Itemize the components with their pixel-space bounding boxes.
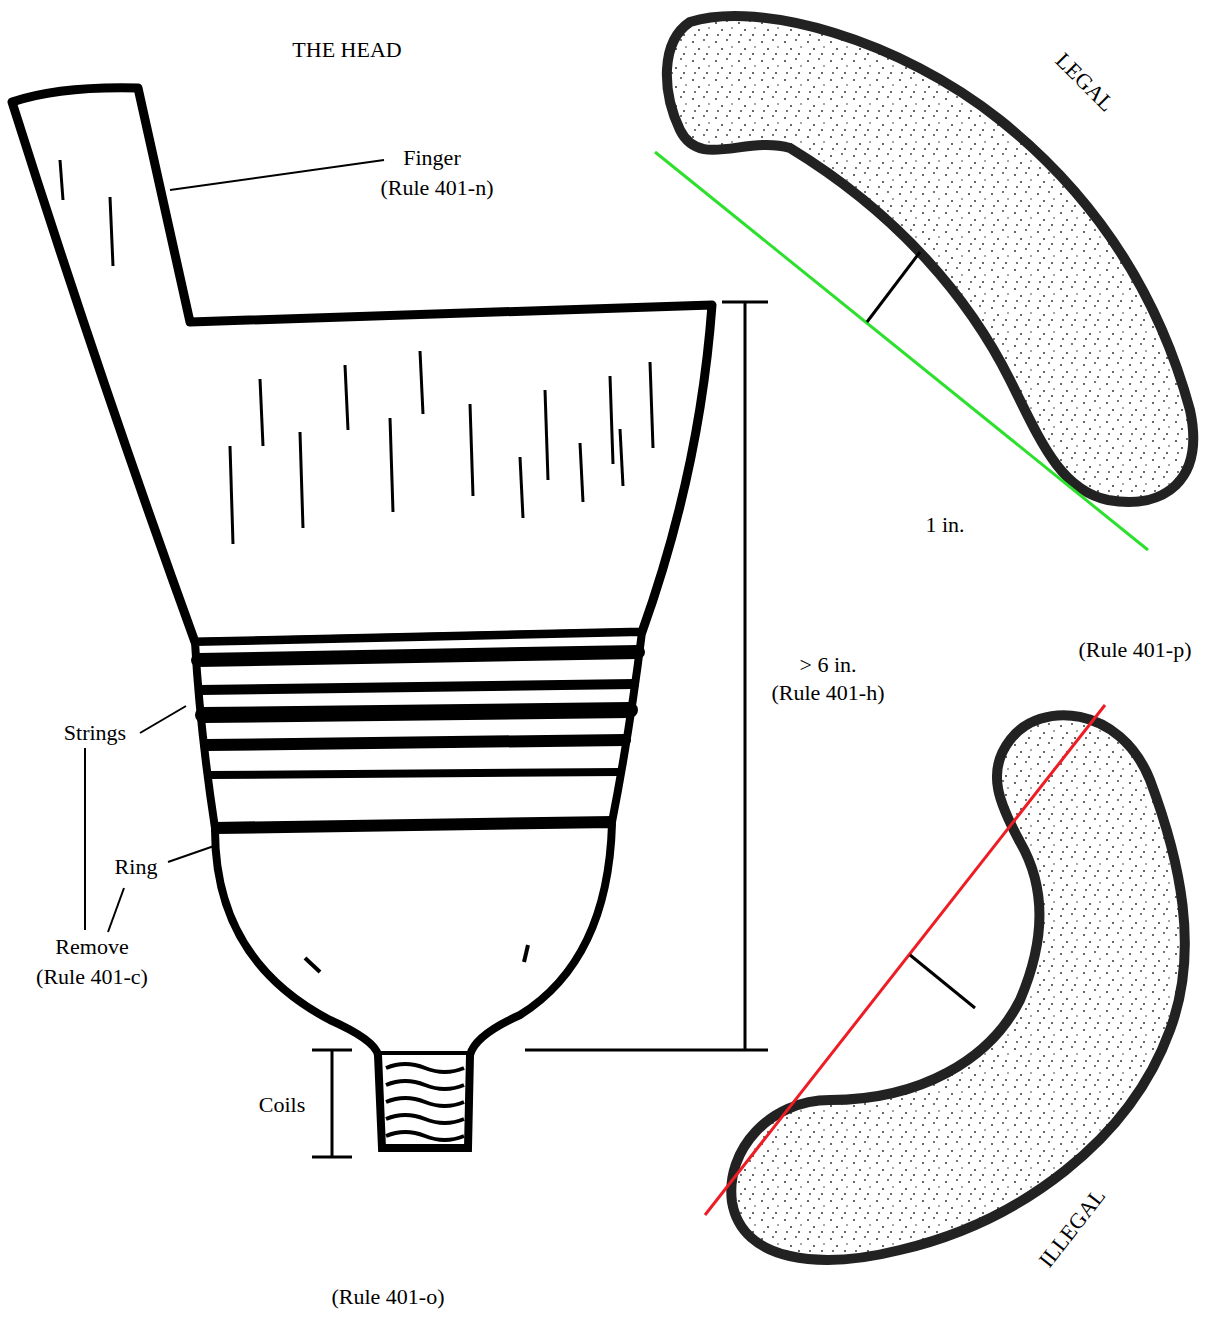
dimension-label: 1 in. bbox=[925, 512, 964, 537]
rule-reference: (Rule 401-h) bbox=[771, 680, 884, 705]
leader-lines bbox=[85, 160, 384, 932]
bristle-strokes bbox=[60, 160, 653, 544]
illegal-line bbox=[705, 705, 1105, 1215]
coil-windings bbox=[386, 1064, 464, 1140]
broom-head bbox=[12, 88, 712, 642]
legal-shape bbox=[667, 16, 1193, 502]
legal-label: LEGAL bbox=[1051, 48, 1120, 117]
illegal-shape bbox=[731, 715, 1185, 1260]
coils bbox=[378, 1055, 470, 1148]
strings bbox=[198, 652, 638, 775]
rule-reference: (Rule 401-o) bbox=[331, 1284, 444, 1309]
legal-line bbox=[655, 152, 1148, 550]
illegal-label: ILLEGAL bbox=[1033, 1184, 1110, 1273]
part-label: Ring bbox=[115, 854, 158, 879]
diagram-title: THE HEAD bbox=[292, 37, 401, 62]
rule-reference: (Rule 401-p) bbox=[1078, 637, 1191, 662]
dimension-label: > 6 in. bbox=[799, 652, 856, 677]
part-label: Coils bbox=[259, 1092, 305, 1117]
rule-reference: (Rule 401-c) bbox=[36, 964, 148, 989]
strings-region bbox=[195, 632, 642, 828]
part-label: Finger bbox=[403, 145, 460, 170]
rule-reference: (Rule 401-n) bbox=[380, 175, 493, 200]
bulb bbox=[215, 824, 612, 1055]
instruction-label: Remove bbox=[55, 934, 128, 959]
part-label: Strings bbox=[64, 720, 126, 745]
dimension-brackets bbox=[312, 302, 768, 1157]
